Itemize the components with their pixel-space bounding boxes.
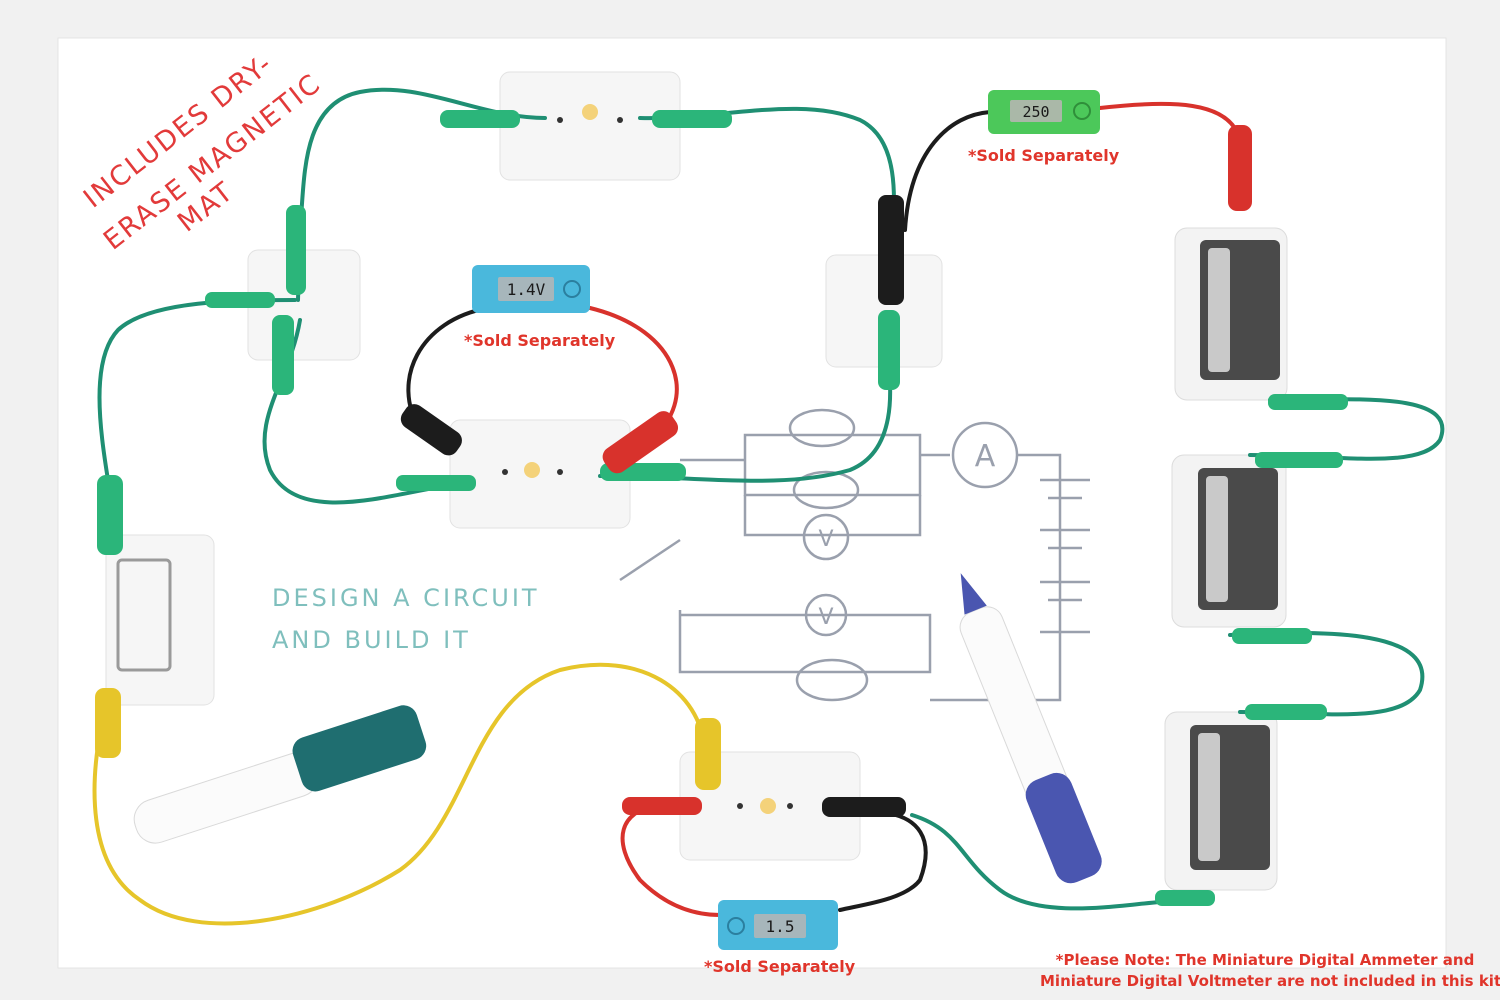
ammeter-reading: 250 bbox=[1022, 103, 1049, 121]
voltmeter-blue bbox=[472, 265, 590, 313]
voltmeter-reading: 1.4V bbox=[507, 280, 546, 299]
switch-base bbox=[105, 534, 215, 706]
battery-bottom bbox=[1164, 711, 1278, 891]
bottom-meter-reading: 1.5 bbox=[766, 917, 795, 936]
yellow-wire bbox=[92, 662, 707, 926]
bulb-base-middle bbox=[449, 419, 631, 529]
battery-middle bbox=[1171, 454, 1287, 628]
kit-note-line2: Miniature Digital Voltmeter are not incl… bbox=[1040, 972, 1500, 990]
sold-separately-label-voltmeter: *Sold Separately bbox=[464, 331, 616, 350]
battery-top bbox=[1174, 227, 1288, 401]
hand-drawn-schematic bbox=[619, 408, 1090, 702]
bulb-base-top bbox=[499, 71, 681, 181]
sold-separately-label-bottom: *Sold Separately bbox=[704, 957, 856, 976]
meter-blue-bottom bbox=[718, 900, 838, 950]
schematic-voltmeter-symbol-2: V bbox=[818, 605, 833, 630]
kit-note: *Please Note: The Miniature Digital Amme… bbox=[1040, 950, 1500, 992]
alligator-clips bbox=[95, 110, 1348, 906]
bulb-base-bottom bbox=[679, 751, 861, 861]
design-text-line2: AND BUILD IT bbox=[272, 626, 471, 654]
teal-marker bbox=[133, 705, 427, 844]
design-text-line1: DESIGN A CIRCUIT bbox=[272, 584, 540, 612]
kit-note-line1: *Please Note: The Miniature Digital Amme… bbox=[1055, 951, 1475, 969]
sold-separately-label-ammeter: *Sold Separately bbox=[968, 146, 1120, 165]
schematic-ammeter-symbol: A bbox=[975, 439, 996, 474]
ammeter-green bbox=[988, 90, 1100, 134]
schematic-voltmeter-symbol: V bbox=[818, 527, 833, 552]
purple-marker bbox=[959, 573, 1102, 884]
